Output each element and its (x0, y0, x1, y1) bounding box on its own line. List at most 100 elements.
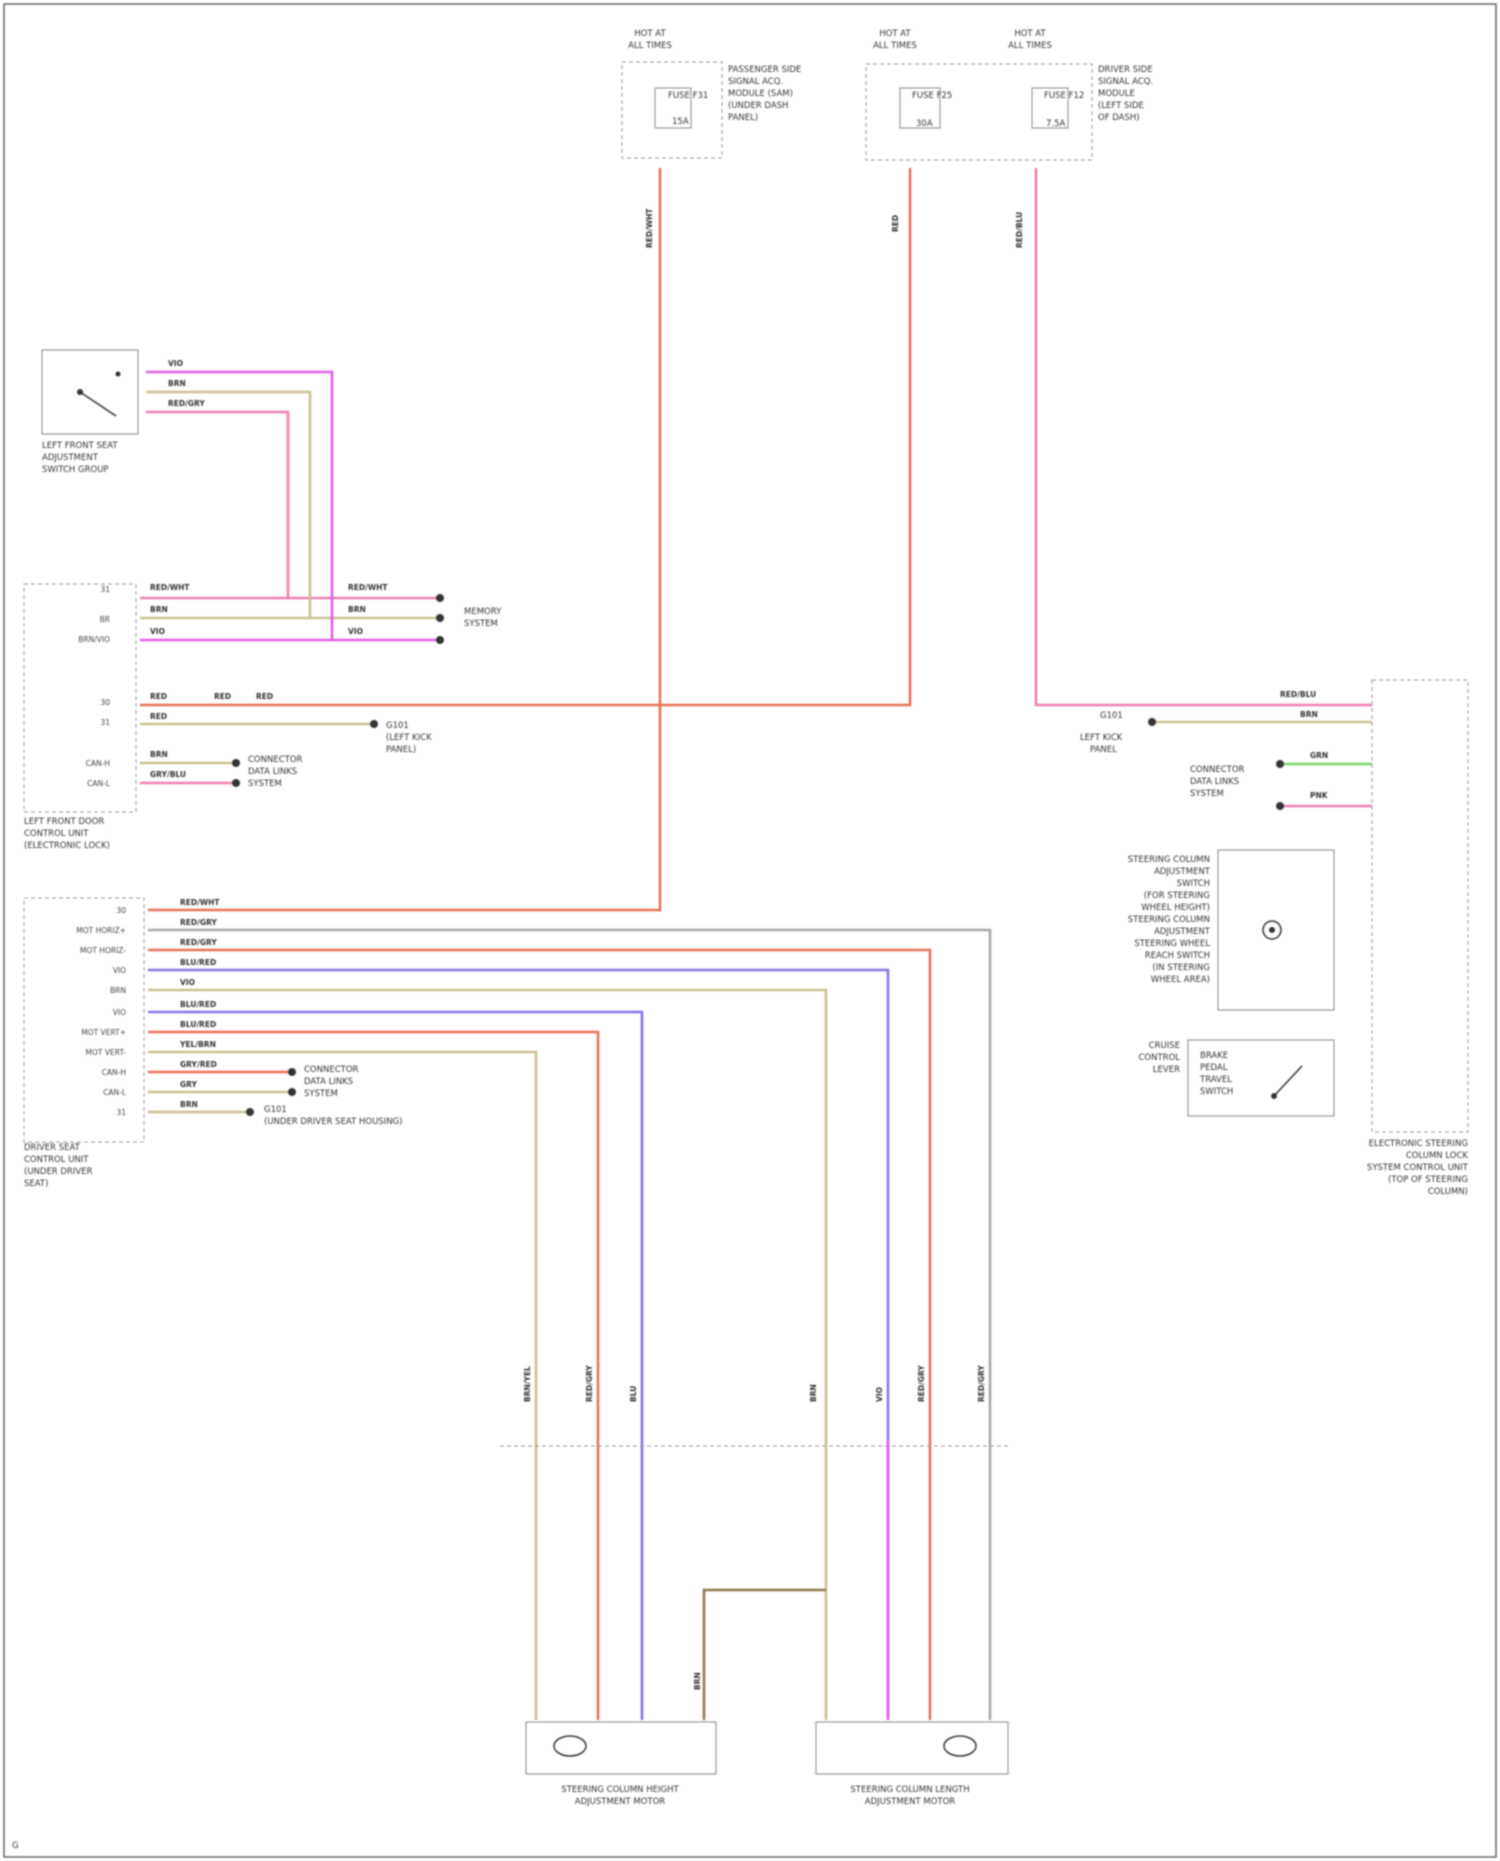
seat-pin-5: BRN (110, 986, 126, 995)
seat-switch-label-1: LEFT FRONT SEAT (42, 441, 118, 451)
reach-text-4: SWITCH (1200, 1087, 1233, 1097)
column-switch-label-5: WHEEL HEIGHT) (1141, 903, 1210, 913)
door-splice-3: VIO (348, 627, 363, 636)
seat-wire-8: YEL/BRN (179, 1040, 216, 1049)
seat-can-3: SYSTEM (304, 1089, 338, 1099)
fuse1-desc-5: PANEL) (728, 113, 758, 123)
seat-can-2: DATA LINKS (304, 1077, 353, 1087)
seat-pin-8: MOT VERT- (86, 1048, 127, 1057)
seat-can-dot-2 (288, 1088, 296, 1096)
door-splice-1: RED/WHT (348, 583, 388, 592)
door-wire-1: RED/WHT (150, 583, 190, 592)
column-switch-label-1: STEERING COLUMN (1128, 855, 1210, 865)
seat-wire-10: GRY (180, 1080, 198, 1089)
seat-pin-2: MOT HORIZ+ (76, 926, 126, 935)
right-can-2: DATA LINKS (1190, 777, 1239, 787)
door-label-3: (ELECTRONIC LOCK) (24, 841, 110, 851)
wire-seat-mot-horiz-plus (148, 930, 990, 1440)
right-can-wire-1: GRN (1310, 751, 1328, 760)
right-can-dot-1 (1276, 760, 1284, 768)
length-motor-box (816, 1722, 1008, 1774)
reach-label-3: LEVER (1153, 1065, 1180, 1075)
door-ground-1: G101 (386, 721, 409, 731)
fuse-f31-group: HOT AT ALL TIMES FUSE F31 15A PASSENGER … (622, 29, 801, 248)
reach-switch-contact (1274, 1066, 1302, 1096)
fuse3-label: FUSE F12 (1044, 91, 1084, 101)
door-ground-3: PANEL) (386, 745, 416, 755)
door-pin-5: 31 (100, 718, 110, 727)
seat-switch-wire-3: RED/GRY (168, 399, 205, 408)
steering-height-motor: STEERING COLUMN HEIGHT ADJUSTMENT MOTOR (526, 1722, 716, 1807)
wire-seat-mot-horiz-minus (148, 950, 930, 1720)
fuse2-wire-label: RED (891, 215, 900, 232)
wire-seat-vio-1 (148, 970, 888, 1720)
column-switch-label-10: (IN STEERING (1152, 963, 1210, 973)
door-can-dot-1 (232, 759, 240, 767)
bottom-wire-7: RED/GRY (917, 1365, 926, 1402)
seat-label-4: SEAT) (24, 1179, 48, 1189)
fuse-f25-group: HOT AT ALL TIMES FUSE F25 30A RED (866, 29, 1092, 232)
door-pin-6: CAN-H (86, 759, 110, 768)
wire-seat-brn (148, 990, 826, 1720)
right-module-box (1372, 680, 1468, 1132)
seat-wire-2: RED/GRY (180, 918, 217, 927)
door-wire-3: VIO (150, 627, 165, 636)
column-switch-label-11: WHEEL AREA) (1151, 975, 1210, 985)
fuse1-label: FUSE F31 (668, 91, 708, 101)
bottom-wire-1: BRN/YEL (523, 1366, 532, 1402)
seat-pin-3: MOT HORIZ- (80, 946, 126, 955)
seat-pin-6: VIO (113, 1008, 126, 1017)
column-switch-label-7: ADJUSTMENT (1154, 927, 1211, 937)
bottom-wire-8: RED/GRY (977, 1365, 986, 1402)
door-wire-5: RED (150, 712, 167, 721)
fuse3-desc-4: (LEFT SIDE (1098, 101, 1144, 111)
fuse2-rating: 30A (916, 119, 933, 129)
bottom-wire-6: VIO (875, 1387, 884, 1402)
seat-pin-4: VIO (113, 966, 126, 975)
column-switch-label-2: ADJUSTMENT (1154, 867, 1211, 877)
seat-wire-9: GRY/RED (180, 1060, 217, 1069)
seat-switch-label-3: SWITCH GROUP (42, 465, 109, 475)
steering-column-control-unit: RED/BLU BRN G101 LEFT KICK PANEL GRN PNK… (1080, 680, 1469, 1197)
fuse2-label: FUSE F25 (912, 91, 952, 101)
fuse3-subtitle: ALL TIMES (1008, 41, 1052, 51)
right-ground-3: PANEL (1090, 745, 1117, 755)
seat-wire-4: BLU/RED (180, 958, 216, 967)
door-pin-3: BRN/VIO (78, 635, 110, 644)
seat-switch-label-2: ADJUSTMENT (42, 453, 99, 463)
door-right-wire-1: RED (214, 692, 231, 701)
door-pin-2: BR (100, 615, 110, 624)
reach-text-3: TRAVEL (1199, 1075, 1232, 1085)
fuse1-wire-label: RED/WHT (645, 208, 654, 248)
door-wire-7: GRY/BLU (150, 770, 186, 779)
fuse2-subtitle: ALL TIMES (873, 41, 917, 51)
seat-label-2: CONTROL UNIT (24, 1155, 89, 1165)
door-splice-dot-3 (436, 636, 444, 644)
diagram-id: G (12, 1841, 19, 1851)
door-pin-1: 31 (100, 585, 110, 594)
seat-switch-terminal (116, 372, 121, 377)
fuse1-rating: 15A (672, 117, 689, 127)
reach-label-2: CONTROL (1138, 1053, 1180, 1063)
seat-ground-dot (246, 1108, 254, 1116)
door-right-wire-2: RED (256, 692, 273, 701)
seat-wire-11: BRN (180, 1100, 198, 1109)
right-module-label-4: (TOP OF STEERING (1388, 1175, 1468, 1185)
door-wire-2: BRN (150, 605, 168, 614)
door-splice-2: BRN (348, 605, 366, 614)
right-module-label-1: ELECTRONIC STEERING (1369, 1139, 1468, 1149)
wire-switch-red-gry (146, 412, 288, 598)
right-ground-1: G101 (1100, 711, 1123, 721)
seat-pin-10: CAN-L (103, 1088, 127, 1097)
door-label-2: CONTROL UNIT (24, 829, 89, 839)
door-ground-2: (LEFT KICK (386, 733, 432, 743)
fuse3-desc-5: OF DASH) (1098, 113, 1140, 123)
height-motor-label-2: ADJUSTMENT MOTOR (575, 1797, 666, 1807)
fuse3-title: HOT AT (1014, 29, 1046, 39)
wire-red-door-feed (140, 168, 910, 705)
fuse1-subtitle: ALL TIMES (628, 41, 672, 51)
fuse1-title: HOT AT (634, 29, 666, 39)
bottom-wire-labels: BRN/YEL RED/GRY BLU BRN BRN VIO RED/GRY … (523, 1365, 986, 1690)
